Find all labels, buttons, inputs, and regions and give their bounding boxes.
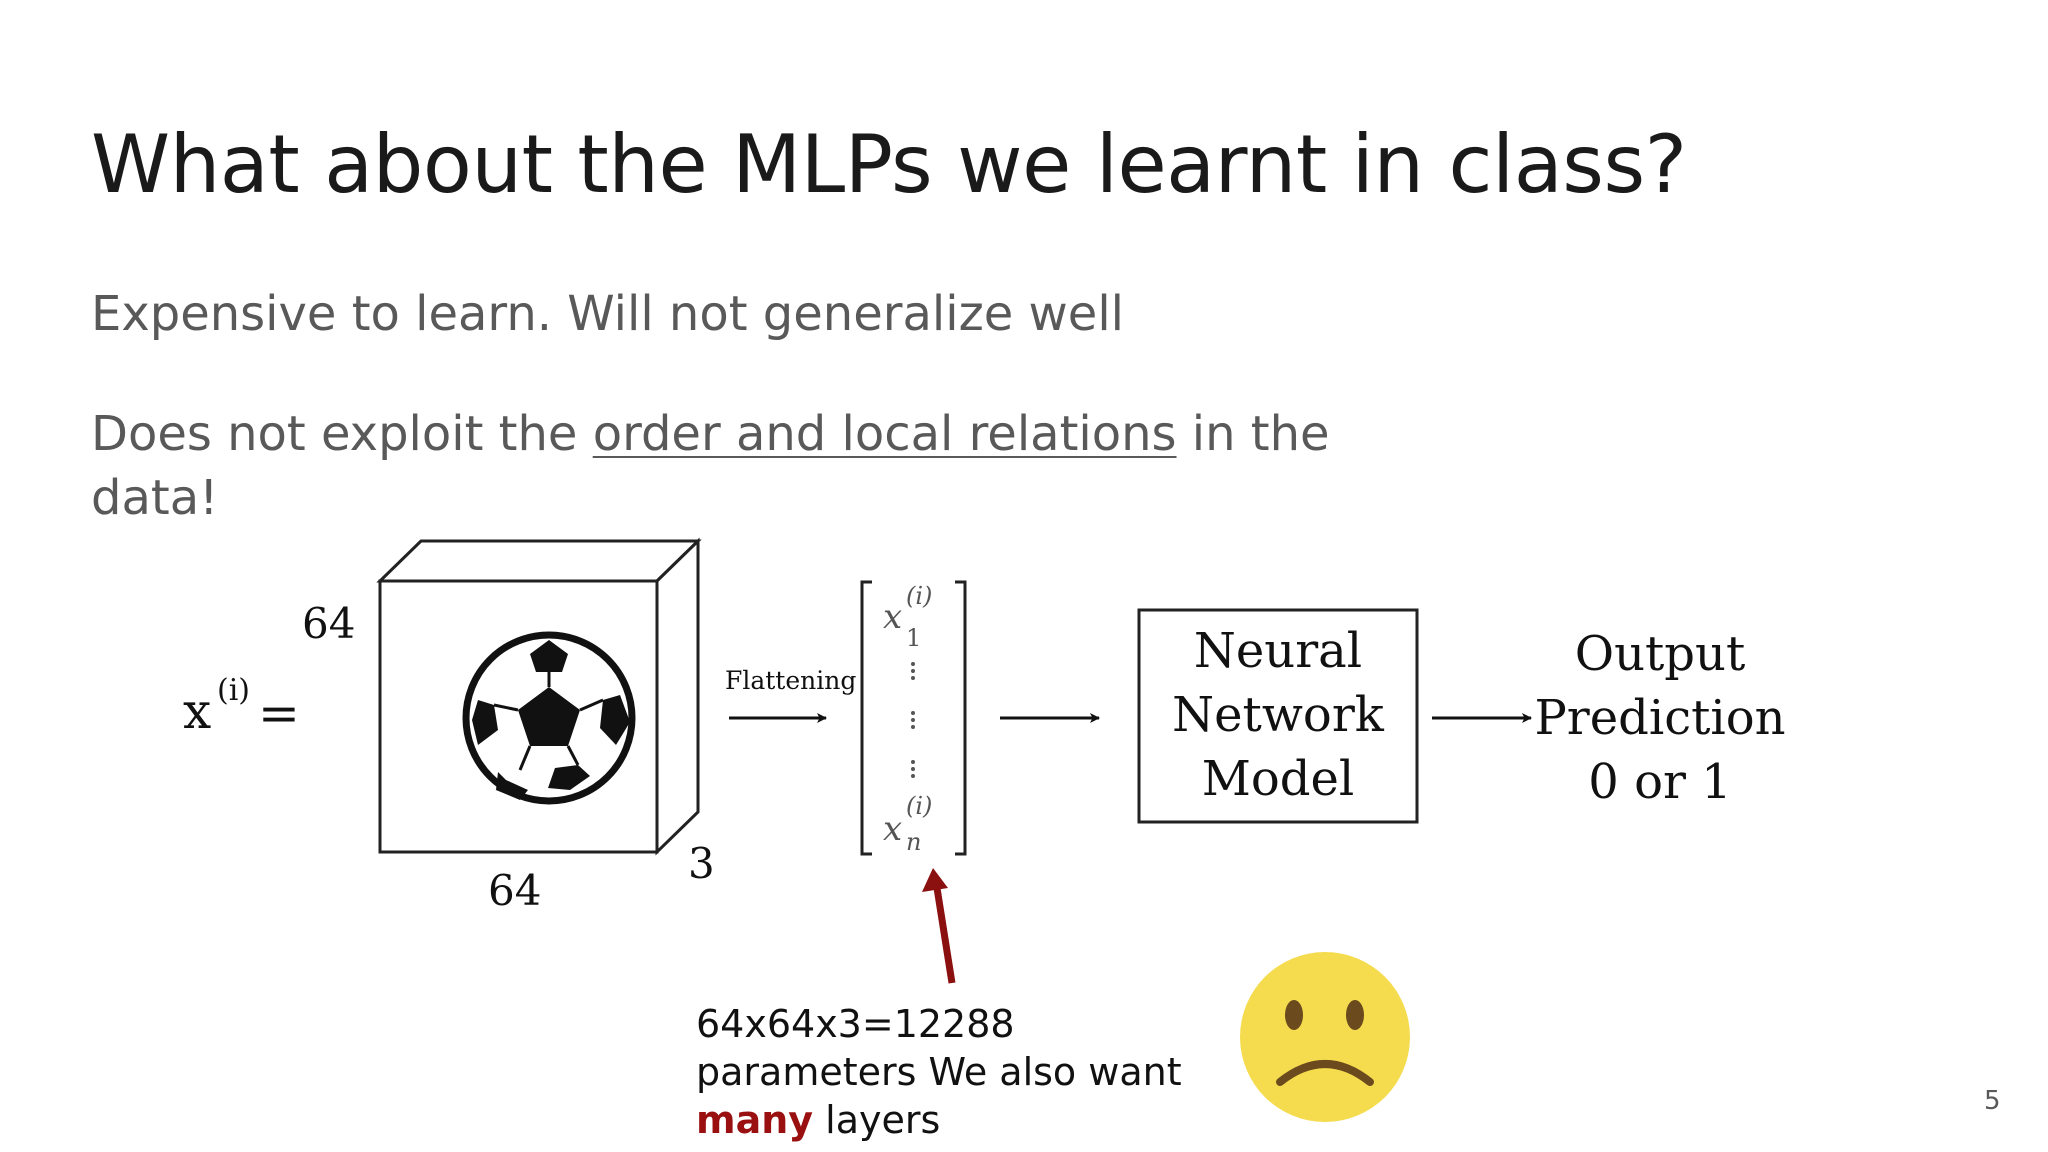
equals-sign: = [258, 684, 300, 742]
bullet-text-post: in the data! [91, 406, 1330, 526]
note-layers-text: layers [813, 1098, 941, 1142]
input-expression: x (i) = [183, 673, 300, 742]
bullet-text-pre: Does not exploit the [91, 406, 593, 462]
nn-line-model: Model [1202, 751, 1355, 807]
vector-top-variable: x [883, 597, 902, 637]
nn-line-network: Network [1172, 687, 1385, 743]
flattened-vector: x 1 (i) x n (i) [860, 580, 967, 856]
parameter-arrow-shaft [933, 887, 956, 984]
emoji-face [1240, 952, 1410, 1122]
parameter-arrow [922, 868, 956, 984]
nn-line-neural: Neural [1194, 623, 1362, 679]
bullet-order-local: Does not exploit the order and local rel… [91, 402, 1391, 530]
flattening-label: Flattening [725, 666, 856, 695]
vector-bottom-subscript: n [906, 828, 921, 856]
emoji-left-eye [1285, 1000, 1303, 1030]
page-number: 5 [1984, 1086, 2001, 1116]
sad-face-emoji-icon [1240, 952, 1410, 1122]
parameter-note: 64x64x3=12288 parameters We also want ma… [696, 1000, 1216, 1144]
neural-network-label: Neural Network Model [1172, 623, 1385, 807]
soccer-ball-icon [462, 631, 636, 805]
vector-bottom-superscript: (i) [906, 792, 932, 820]
bullet-expensive: Expensive to learn. Will not generalize … [91, 286, 1125, 342]
note-emphasis-many: many [696, 1098, 814, 1142]
output-line-prediction: Prediction [1534, 690, 1785, 746]
note-line-layers: many layers [696, 1096, 1216, 1144]
note-line-count: 64x64x3=12288 [696, 1002, 1015, 1046]
note-line-parameters: parameters We also want [696, 1050, 1182, 1094]
neural-network-box [1137, 608, 1419, 824]
dim-width-label: 64 [488, 866, 541, 915]
vector-right-bracket [955, 580, 967, 856]
dim-height-label: 64 [302, 599, 355, 648]
emoji-right-eye [1346, 1000, 1364, 1030]
output-line-output: Output [1575, 626, 1745, 682]
output-line-values: 0 or 1 [1588, 754, 1731, 810]
dim-depth-label: 3 [688, 839, 715, 888]
slide-title: What about the MLPs we learnt in class? [91, 118, 1687, 211]
underlined-phrase: order and local relations [592, 406, 1177, 462]
cube-top-face [376, 539, 702, 583]
vector-ellipsis-dots [911, 662, 915, 778]
emoji-frown [1276, 1060, 1374, 1086]
output-prediction-label: Output Prediction 0 or 1 [1534, 626, 1785, 810]
vector-bottom-variable: x [883, 809, 902, 849]
cube-side-face [655, 537, 700, 856]
input-variable: x [183, 682, 211, 740]
vector-left-bracket [860, 580, 872, 856]
vector-top-subscript: 1 [906, 624, 921, 652]
vector-top-superscript: (i) [906, 582, 932, 610]
input-superscript: (i) [217, 673, 250, 708]
parameter-arrow-head [922, 868, 948, 892]
